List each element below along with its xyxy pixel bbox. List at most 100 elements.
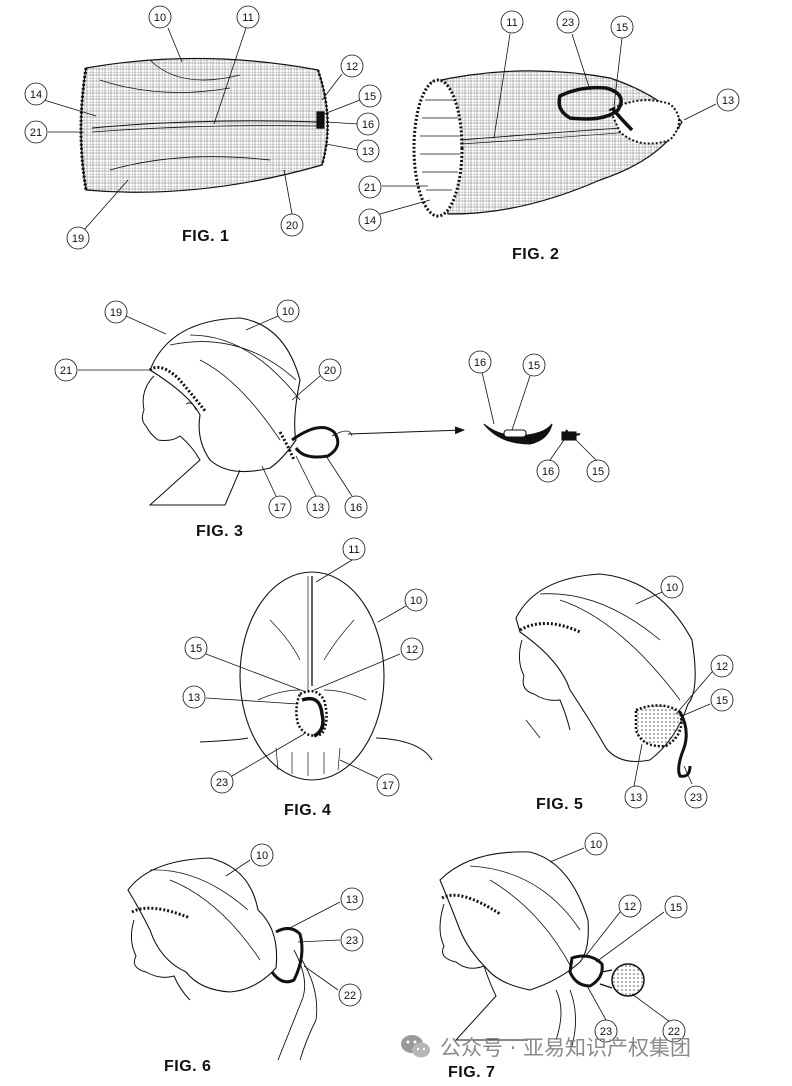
- svg-text:13: 13: [362, 146, 374, 158]
- svg-text:13: 13: [346, 894, 358, 906]
- svg-text:13: 13: [312, 502, 324, 514]
- svg-text:12: 12: [406, 644, 418, 656]
- svg-text:23: 23: [600, 1026, 612, 1038]
- fig1-ref-19: 19: [66, 179, 129, 250]
- fig3-ref-10: 10: [245, 299, 300, 331]
- fig2-caption: FIG. 2: [512, 246, 560, 263]
- fig5-ref-13: 13: [624, 743, 648, 809]
- fig3-ref-21: 21: [54, 358, 150, 382]
- svg-text:13: 13: [188, 692, 200, 704]
- fig1-ref-11: 11: [213, 5, 260, 125]
- fig4-ref-10: 10: [377, 588, 428, 623]
- svg-text:19: 19: [72, 233, 84, 245]
- fig2-ref-11: 11: [493, 10, 524, 139]
- svg-text:16: 16: [474, 357, 486, 369]
- fig5-ref-10: 10: [635, 575, 684, 605]
- svg-text:15: 15: [616, 22, 628, 34]
- fig5-drawing: [515, 573, 696, 778]
- wechat-icon: [401, 1035, 430, 1058]
- fig6-ref-23: 23: [297, 928, 364, 952]
- fig5-caption: FIG. 5: [536, 796, 584, 813]
- svg-text:10: 10: [282, 306, 294, 318]
- svg-text:13: 13: [722, 95, 734, 107]
- svg-text:10: 10: [154, 12, 166, 24]
- svg-text:23: 23: [690, 792, 702, 804]
- watermark-text: 公众号 · 亚易知识产权集团: [440, 1036, 692, 1060]
- svg-text:15: 15: [364, 91, 376, 103]
- fig6-drawing: [127, 857, 318, 1061]
- fig6-caption: FIG. 6: [164, 1058, 212, 1075]
- fig3-detail-ref-15-top: 15: [511, 353, 546, 431]
- fig3-ref-13: 13: [295, 455, 330, 519]
- fig6-ref-10: 10: [225, 843, 274, 877]
- fig4-ref-13: 13: [182, 685, 299, 709]
- svg-text:16: 16: [350, 502, 362, 514]
- svg-text:20: 20: [324, 365, 336, 377]
- fig5-ref-12: 12: [675, 654, 734, 715]
- svg-text:23: 23: [562, 17, 574, 29]
- svg-text:10: 10: [590, 839, 602, 851]
- fig6-ref-22: 22: [303, 965, 362, 1007]
- fig3-drawing: [141, 317, 581, 506]
- svg-text:11: 11: [242, 12, 253, 24]
- fig1-ref-12: 12: [321, 54, 364, 101]
- svg-text:14: 14: [30, 89, 42, 101]
- fig3-ref-16: 16: [325, 455, 368, 519]
- fig4-ref-11: 11: [315, 537, 366, 583]
- fig7-ref-10: 10: [549, 832, 608, 863]
- fig5-ref-15: 15: [681, 688, 734, 717]
- fig3-caption: FIG. 3: [196, 523, 244, 540]
- svg-text:23: 23: [346, 935, 358, 947]
- fig1-ref-13: 13: [325, 139, 380, 163]
- svg-text:12: 12: [624, 901, 636, 913]
- fig4-ref-17: 17: [339, 759, 400, 797]
- svg-text:15: 15: [528, 360, 540, 372]
- fig3-detail-ref-16-top: 16: [468, 350, 495, 425]
- watermark: 公众号 · 亚易知识产权集团: [400, 1030, 691, 1064]
- fig1-drawing: [79, 57, 329, 193]
- svg-text:11: 11: [348, 544, 359, 556]
- svg-text:12: 12: [716, 661, 728, 673]
- svg-text:10: 10: [410, 595, 422, 607]
- svg-text:16: 16: [362, 119, 374, 131]
- svg-text:12: 12: [346, 61, 358, 73]
- fig1-ref-14: 14: [24, 82, 97, 117]
- svg-text:15: 15: [190, 643, 202, 655]
- fig2-ref-15: 15: [610, 15, 634, 107]
- svg-text:10: 10: [256, 850, 268, 862]
- fig4-ref-23: 23: [210, 733, 305, 794]
- fig7-caption: FIG. 7: [448, 1064, 496, 1081]
- fig1-ref-15: 15: [323, 84, 382, 115]
- fig4-ref-12: 12: [313, 637, 424, 691]
- fig7-ref-15: 15: [595, 895, 688, 963]
- svg-text:20: 20: [286, 220, 298, 232]
- svg-text:15: 15: [592, 466, 604, 478]
- fig2-ref-13: 13: [683, 88, 740, 121]
- fig4-caption: FIG. 4: [284, 802, 332, 819]
- svg-text:11: 11: [506, 17, 517, 29]
- svg-text:22: 22: [344, 990, 356, 1002]
- fig7-drawing: [439, 851, 645, 1047]
- fig1-caption: FIG. 1: [182, 228, 230, 245]
- svg-text:21: 21: [364, 182, 376, 194]
- svg-text:10: 10: [666, 582, 678, 594]
- svg-text:21: 21: [60, 365, 72, 377]
- fig7-ref-23: 23: [585, 983, 618, 1043]
- svg-text:15: 15: [716, 695, 728, 707]
- fig3-ref-19: 19: [104, 300, 167, 335]
- fig2-ref-14: 14: [358, 199, 431, 232]
- svg-text:17: 17: [274, 502, 286, 514]
- svg-text:22: 22: [668, 1026, 680, 1038]
- fig3-ref-20: 20: [291, 358, 342, 401]
- svg-text:15: 15: [670, 902, 682, 914]
- svg-text:13: 13: [630, 792, 642, 804]
- svg-text:16: 16: [542, 466, 554, 478]
- fig1-ref-21: 21: [24, 120, 84, 144]
- fig4-drawing: [199, 571, 433, 781]
- svg-text:23: 23: [216, 777, 228, 789]
- fig3-detail-ref-16-bottom: 16: [536, 439, 565, 483]
- fig4-ref-15: 15: [184, 636, 307, 693]
- svg-text:17: 17: [382, 780, 394, 792]
- fig2-drawing: [412, 70, 683, 218]
- fig1-ref-20: 20: [280, 169, 304, 237]
